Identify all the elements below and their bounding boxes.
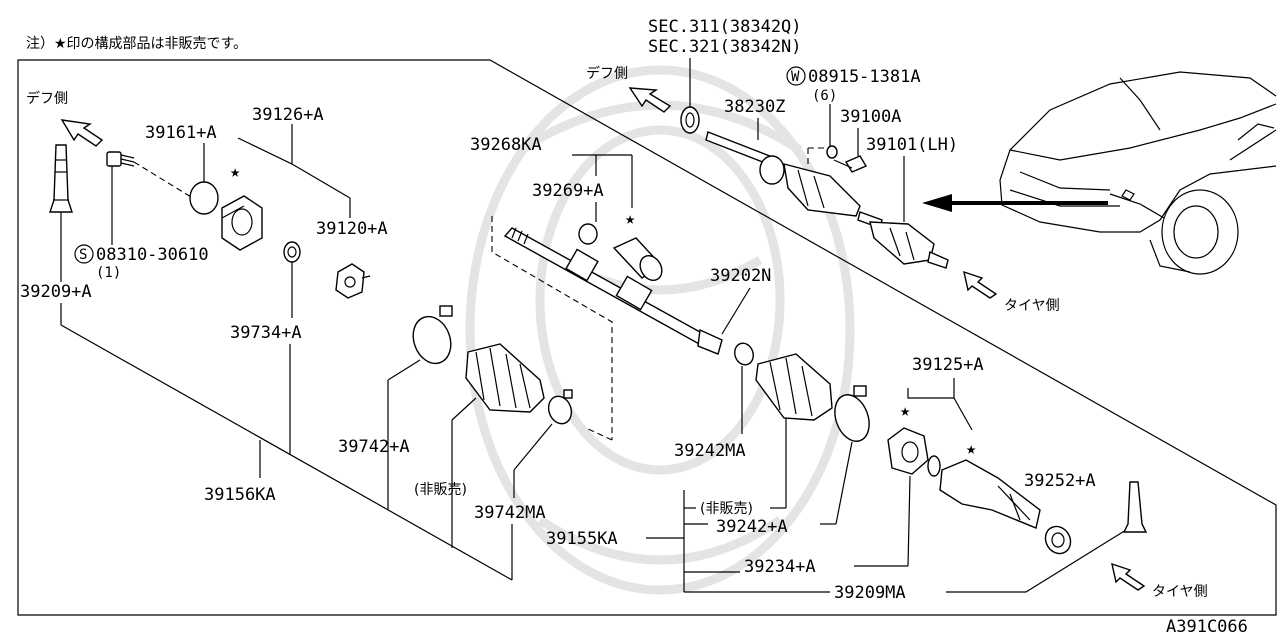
diff-side-label-left: デフ側	[26, 90, 68, 107]
outer-band-clamp-part	[834, 385, 870, 442]
w-circle-icon	[786, 66, 806, 86]
outer-boot-part	[755, 353, 833, 421]
part-label-39126a: 39126+A	[252, 105, 324, 125]
part-label-38230z: 38230Z	[724, 97, 785, 117]
part-label-39234a: 39234+A	[744, 557, 816, 577]
drive-shaft-part	[503, 227, 723, 355]
oil-seal-part	[680, 106, 700, 134]
vehicle-sketch	[999, 71, 1277, 275]
tire-side-label-lower: タイヤ側	[1152, 584, 1208, 600]
note-text: 注）★印の構成部品は非販売です。	[26, 36, 247, 52]
part-label-08310: 08310-30610	[96, 245, 209, 265]
diff-direction-arrow-top	[628, 87, 672, 113]
part-qty-08310: (1)	[96, 265, 121, 281]
small-clamp-part	[547, 389, 573, 425]
part-label-39742ma: 39742MA	[474, 503, 546, 523]
part-label-39156ka: 39156KA	[204, 485, 276, 505]
housing-part	[221, 195, 263, 251]
star-mark-housing: ★	[230, 162, 240, 182]
part-label-39252a: 39252+A	[1024, 471, 1096, 491]
part-label-39742a: 39742+A	[338, 437, 410, 457]
washer-part	[826, 145, 838, 159]
part-label-39161a: 39161+A	[145, 123, 217, 143]
w-circle-letter: W	[791, 69, 800, 85]
star-mark-outer-joint: ★	[966, 439, 976, 459]
sec-311-label: SEC.311(38342Q)	[648, 17, 802, 37]
outer-joint-part	[939, 459, 1041, 529]
outer-snap-ring-part	[927, 455, 941, 477]
part-qty-08915: (6)	[812, 88, 837, 104]
snap-ring-part	[283, 241, 301, 263]
inner-race-part	[887, 427, 929, 475]
sec-321-label: SEC.321(38342N)	[648, 37, 802, 57]
damper-ring-part	[578, 223, 598, 245]
part-label-39242a: 39242+A	[716, 517, 788, 537]
diff-side-label-top: デフ側	[586, 65, 628, 82]
cap-part	[189, 181, 219, 215]
s-circle-letter: S	[79, 247, 87, 263]
part-label-39120a: 39120+A	[316, 219, 388, 239]
star-mark-inner-race: ★	[900, 401, 910, 421]
top-shaft-assembly	[705, 131, 949, 269]
part-label-39125a: 39125+A	[912, 355, 984, 375]
part-label-39209a: 39209+A	[20, 282, 92, 302]
bearing-part	[1044, 525, 1072, 555]
star-mark-damper: ★	[625, 209, 635, 229]
big-direction-arrow	[922, 194, 1108, 212]
part-label-39101lh: 39101(LH)	[866, 135, 958, 155]
outer-small-clamp-part	[734, 342, 754, 366]
spider-part	[335, 263, 371, 299]
tire-side-label-upper: タイヤ側	[1004, 298, 1060, 314]
s-circle-icon	[74, 244, 94, 264]
diagram-code: A391C066	[1166, 617, 1248, 637]
band-clamp-part	[412, 305, 453, 365]
part-label-39100a: 39100A	[840, 107, 901, 127]
boot-band-part	[49, 144, 73, 213]
part-label-39202n: 39202N	[710, 266, 771, 286]
inner-boot-part	[465, 343, 545, 413]
part-label-39269a: 39269+A	[532, 181, 604, 201]
part-label-08915: 08915-1381A	[808, 67, 921, 87]
part-label-39268ka: 39268KA	[470, 135, 542, 155]
unsold-label-1: (非販売)	[414, 482, 467, 498]
unsold-label-2: (非販売)	[700, 501, 753, 517]
diff-direction-arrow-left	[60, 119, 104, 147]
part-label-39242ma: 39242MA	[674, 441, 746, 461]
bolt-part	[106, 151, 135, 167]
diagram-panel-border	[17, 59, 1277, 616]
part-label-39209ma: 39209MA	[834, 583, 906, 603]
damper-part	[612, 237, 663, 282]
tire-direction-arrow-upper	[963, 270, 998, 299]
part-label-39734a: 39734+A	[230, 323, 302, 343]
hex-bolt-part	[833, 155, 868, 173]
part-label-39155ka: 39155KA	[546, 529, 618, 549]
tire-direction-arrow-lower	[1111, 562, 1146, 591]
outer-boot-band-part	[1122, 481, 1148, 533]
